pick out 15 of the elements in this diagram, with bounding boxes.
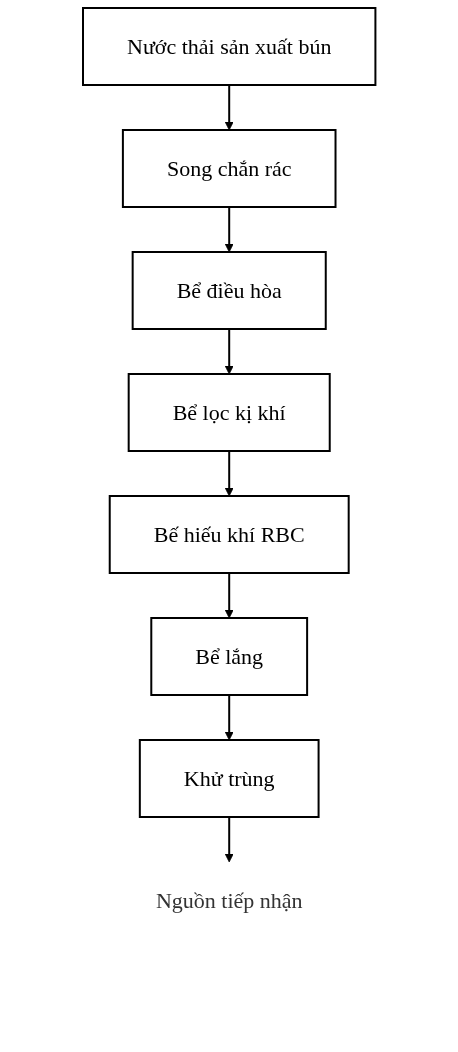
node-box: Bể lắng (150, 617, 308, 696)
node-text: Nguồn tiếp nhận (155, 888, 303, 913)
arrow (224, 694, 234, 741)
arrow (224, 816, 234, 863)
node-box: Nước thải sản xuất bún (81, 7, 377, 86)
arrow (224, 572, 234, 619)
arrow (224, 450, 234, 497)
node-box: Bế hiếu khí RBC (108, 495, 350, 574)
node-box: Bể điều hòa (131, 251, 327, 330)
arrow (224, 206, 234, 253)
node-box: Bể lọc kị khí (127, 373, 331, 452)
arrow (224, 84, 234, 131)
node-box: Khử trùng (138, 739, 320, 818)
node-box: Song chắn rác (121, 129, 337, 208)
arrow (224, 328, 234, 375)
